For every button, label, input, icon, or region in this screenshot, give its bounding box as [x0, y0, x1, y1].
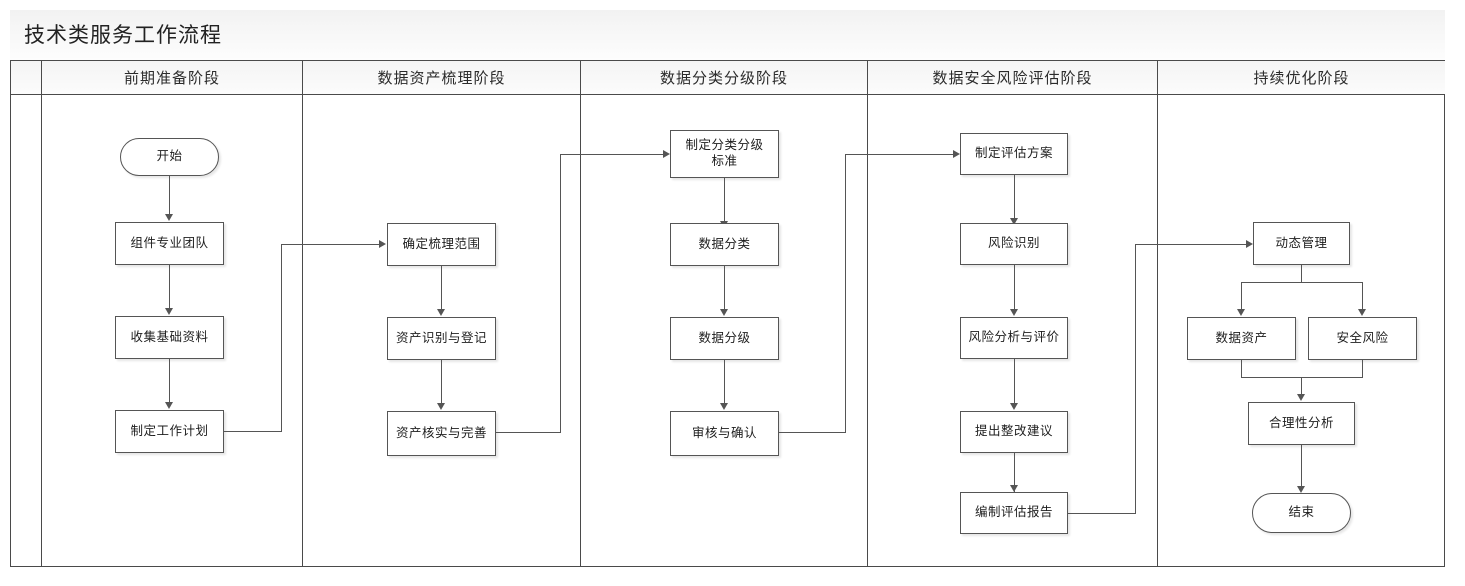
edge-plan-right — [224, 431, 282, 432]
edge-standard-to-classify — [724, 178, 725, 222]
node-end[interactable]: 结束 — [1252, 493, 1351, 533]
node-define-scope[interactable]: 确定梳理范围 — [387, 223, 496, 266]
lane-header-optimization: 持续优化阶段 — [1157, 61, 1445, 95]
edge-grade-to-review — [724, 360, 725, 404]
diagram-title-bar: 技术类服务工作流程 — [10, 10, 1445, 61]
diagram-frame — [10, 10, 1445, 567]
lane-label-5: 持续优化阶段 — [1253, 71, 1350, 87]
edge-identify-to-verify — [441, 360, 442, 404]
lane-body-5 — [1157, 95, 1445, 566]
lane-header-preparation: 前期准备阶段 — [41, 61, 302, 95]
edge-review-to-assessplan — [845, 154, 954, 155]
arrowhead-end — [1297, 486, 1305, 493]
arrowhead-grade — [720, 309, 728, 316]
arrowhead-rational — [1297, 394, 1305, 401]
edge-rectify-to-report — [1014, 453, 1015, 492]
edge-collect-to-plan — [169, 359, 170, 403]
edge-assessplan-to-riskid — [1014, 175, 1015, 219]
edge-rational-to-end — [1301, 445, 1302, 487]
edge-dynamic-stem — [1301, 265, 1302, 282]
arrowhead-rectify — [1010, 403, 1018, 410]
node-collect-materials[interactable]: 收集基础资料 — [115, 316, 224, 359]
lane-label-2: 数据资产梳理阶段 — [377, 71, 506, 87]
arrowhead-collect — [165, 308, 173, 315]
node-data-classify[interactable]: 数据分类 — [670, 223, 779, 266]
edge-securityrisk-down — [1362, 360, 1363, 377]
arrowhead-dynamic — [1246, 240, 1253, 248]
node-data-grade[interactable]: 数据分级 — [670, 317, 779, 360]
lane-body-1 — [41, 95, 302, 566]
arrowhead-scope — [379, 240, 386, 248]
lane-body-2 — [302, 95, 580, 566]
node-asset-identify[interactable]: 资产识别与登记 — [387, 317, 496, 360]
arrowhead-team — [165, 214, 173, 221]
node-risk-identify[interactable]: 风险识别 — [960, 223, 1068, 265]
edge-report-right — [1068, 513, 1136, 514]
node-classification-standard[interactable]: 制定分类分级 标准 — [670, 130, 779, 178]
arrowhead-riskid — [1010, 218, 1018, 225]
node-risk-analyze[interactable]: 风险分析与评价 — [960, 317, 1068, 359]
node-start[interactable]: 开始 — [120, 138, 219, 176]
edge-merge-to-rational — [1301, 377, 1302, 395]
arrowhead-plan — [165, 402, 173, 409]
lane-label-3: 数据分类分级阶段 — [659, 71, 788, 87]
node-rationality-analysis[interactable]: 合理性分析 — [1248, 402, 1355, 445]
node-security-risk[interactable]: 安全风险 — [1308, 317, 1417, 360]
lane-body-3 — [580, 95, 867, 566]
lane-header-classification: 数据分类分级阶段 — [580, 61, 867, 95]
arrowhead-review — [720, 403, 728, 410]
arrowhead-standard — [663, 150, 670, 158]
arrowhead-identify — [437, 309, 445, 316]
edge-report-to-dynamic — [1135, 244, 1247, 245]
edge-team-to-collect — [169, 265, 170, 309]
edge-verify-up — [560, 154, 561, 433]
edge-start-to-team — [169, 176, 170, 215]
edge-review-up — [845, 154, 846, 433]
edge-plan-to-scope — [281, 244, 380, 245]
arrowhead-dataasset — [1237, 309, 1245, 316]
node-work-plan[interactable]: 制定工作计划 — [115, 410, 224, 453]
edge-riskid-to-analyze — [1014, 265, 1015, 310]
edge-scope-to-identify — [441, 266, 442, 310]
edge-plan-up — [281, 244, 282, 432]
lane-header-spacer — [10, 61, 41, 95]
lane-label-1: 前期准备阶段 — [123, 71, 220, 87]
node-rectification-advice[interactable]: 提出整改建议 — [960, 411, 1068, 453]
edge-report-up — [1135, 244, 1136, 514]
node-review-confirm[interactable]: 审核与确认 — [670, 411, 779, 456]
edge-verify-right — [496, 432, 561, 433]
edge-dataasset-down — [1241, 360, 1242, 377]
edge-classify-to-grade — [724, 266, 725, 310]
edge-branch-left-down — [1241, 282, 1242, 310]
node-asset-verify[interactable]: 资产核实与完善 — [387, 411, 496, 456]
arrowhead-riskanalyze — [1010, 309, 1018, 316]
arrowhead-verify — [437, 403, 445, 410]
node-assessment-plan[interactable]: 制定评估方案 — [960, 133, 1068, 175]
edge-analyze-to-rectify — [1014, 359, 1015, 404]
lane-header-asset-inventory: 数据资产梳理阶段 — [302, 61, 580, 95]
node-assessment-report[interactable]: 编制评估报告 — [960, 492, 1068, 534]
page-title: 技术类服务工作流程 — [24, 22, 222, 47]
arrowhead-securityrisk — [1358, 309, 1366, 316]
node-form-team[interactable]: 组件专业团队 — [115, 222, 224, 265]
edge-verify-to-standard — [560, 154, 664, 155]
lane-header-risk-assessment: 数据安全风险评估阶段 — [867, 61, 1157, 95]
edge-review-right — [779, 432, 846, 433]
arrowhead-assessplan — [953, 150, 960, 158]
lane-body-4 — [867, 95, 1157, 566]
arrowhead-report — [1010, 485, 1018, 492]
lane-label-4: 数据安全风险评估阶段 — [932, 71, 1093, 87]
node-dynamic-management[interactable]: 动态管理 — [1253, 222, 1350, 265]
edge-branch-right-down — [1362, 282, 1363, 310]
node-data-asset[interactable]: 数据资产 — [1187, 317, 1296, 360]
edge-branch-merge — [1241, 377, 1363, 378]
edge-dynamic-split — [1241, 282, 1363, 283]
